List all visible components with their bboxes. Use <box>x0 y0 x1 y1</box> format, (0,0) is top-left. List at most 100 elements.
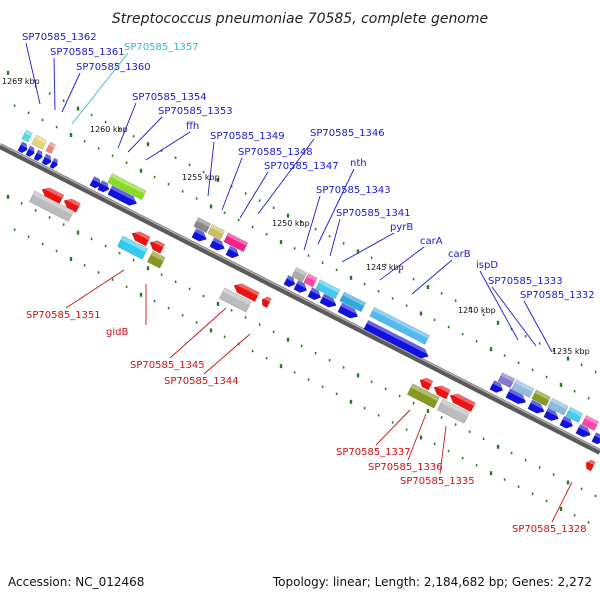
forward-cds[interactable] <box>17 141 30 155</box>
reverse-cds[interactable] <box>418 375 434 391</box>
reverse-feature[interactable] <box>406 383 440 409</box>
reverse-cds[interactable] <box>130 228 151 247</box>
gene-label[interactable]: SP70585_1357 <box>124 42 199 53</box>
scale-tick <box>321 385 324 388</box>
gene-label[interactable]: SP70585_1328 <box>512 524 587 535</box>
forward-cds[interactable] <box>41 153 54 167</box>
forward-cds[interactable] <box>307 287 323 302</box>
gene-label[interactable]: SP70585_1353 <box>158 106 233 117</box>
gene-label[interactable]: SP70585_1333 <box>488 276 563 287</box>
gene-label[interactable]: SP70585_1335 <box>400 476 475 487</box>
reverse-cds[interactable] <box>148 238 166 254</box>
forward-feature[interactable] <box>315 279 341 299</box>
scale-tick <box>34 209 37 212</box>
scale-tick <box>209 204 213 209</box>
gene-label[interactable]: ispD <box>476 260 498 271</box>
forward-feature[interactable] <box>207 224 226 241</box>
scale-tick <box>454 299 457 302</box>
forward-feature[interactable] <box>369 306 430 345</box>
forward-cds[interactable] <box>25 145 37 158</box>
reverse-cds[interactable] <box>432 382 451 400</box>
scale-tick <box>181 190 184 193</box>
forward-feature[interactable] <box>45 141 56 154</box>
forward-cds[interactable] <box>209 237 227 253</box>
forward-cds[interactable] <box>89 176 104 189</box>
gene-label[interactable]: pyrB <box>390 222 413 233</box>
reverse-feature[interactable] <box>218 287 252 313</box>
forward-feature[interactable] <box>31 134 48 150</box>
forward-cds[interactable] <box>107 185 139 209</box>
reverse-feature[interactable] <box>436 398 470 424</box>
gene-label[interactable]: SP70585_1341 <box>336 208 411 219</box>
scale-tick <box>461 456 464 460</box>
forward-cds[interactable] <box>49 157 60 170</box>
gene-label[interactable]: SP70585_1360 <box>76 62 151 73</box>
gene-label[interactable]: SP70585_1332 <box>520 290 595 301</box>
gene-label[interactable]: SP70585_1343 <box>316 185 391 196</box>
forward-feature[interactable] <box>223 232 249 253</box>
forward-feature[interactable] <box>511 379 535 399</box>
gene-label[interactable]: SP70585_1348 <box>238 147 313 158</box>
gene-label[interactable]: nth <box>350 158 367 169</box>
reverse-feature[interactable] <box>146 250 166 269</box>
gene-label[interactable]: SP70585_1347 <box>264 161 339 172</box>
label-leader-line <box>257 138 315 215</box>
reverse-cds[interactable] <box>584 458 596 472</box>
forward-cds[interactable] <box>575 423 593 439</box>
gene-label[interactable]: SP70585_1344 <box>164 376 239 387</box>
forward-cds[interactable] <box>559 415 575 430</box>
gene-label[interactable]: gidB <box>106 327 128 338</box>
scale-tick <box>139 168 143 173</box>
gene-label[interactable]: SP70585_1345 <box>130 360 205 371</box>
gene-label[interactable]: SP70585_1336 <box>368 462 443 473</box>
forward-cds[interactable] <box>191 228 209 243</box>
scale-tick <box>111 278 114 281</box>
forward-feature[interactable] <box>291 267 308 283</box>
forward-feature[interactable] <box>581 415 600 431</box>
forward-feature[interactable] <box>565 406 584 423</box>
gene-label[interactable]: SP70585_1354 <box>132 92 207 103</box>
forward-cds[interactable] <box>293 280 309 295</box>
reverse-feature[interactable] <box>116 235 149 260</box>
forward-cds[interactable] <box>527 399 547 416</box>
forward-cds[interactable] <box>97 180 112 194</box>
reverse-cds[interactable] <box>232 280 260 302</box>
reverse-cds[interactable] <box>260 295 272 309</box>
forward-cds[interactable] <box>337 302 361 321</box>
forward-cds[interactable] <box>543 407 561 423</box>
scale-tick <box>440 416 443 419</box>
forward-feature[interactable] <box>497 372 516 389</box>
forward-cds[interactable] <box>591 432 600 445</box>
forward-feature[interactable] <box>193 217 212 234</box>
forward-feature[interactable] <box>21 129 33 143</box>
gene-label[interactable]: carB <box>448 249 471 260</box>
forward-cds[interactable] <box>33 149 45 162</box>
forward-cds[interactable] <box>489 380 505 394</box>
scale-tick <box>419 311 423 316</box>
gene-label[interactable]: ffh <box>186 121 199 132</box>
reverse-feature[interactable] <box>28 190 75 222</box>
gene-label[interactable]: SP70585_1337 <box>336 447 411 458</box>
gene-label[interactable]: SP70585_1349 <box>210 131 285 142</box>
scale-tick <box>545 375 548 379</box>
gene-label[interactable]: SP70585_1351 <box>26 310 101 321</box>
scale-tick <box>125 285 128 288</box>
scale-tick <box>328 235 331 238</box>
forward-cds[interactable] <box>225 245 241 260</box>
forward-feature[interactable] <box>339 291 366 313</box>
gene-label[interactable]: carA <box>420 236 443 247</box>
reverse-cds[interactable] <box>448 391 476 413</box>
forward-cds[interactable] <box>505 388 529 407</box>
label-leader-line <box>407 413 427 461</box>
forward-feature[interactable] <box>107 173 147 201</box>
gene-label[interactable]: SP70585_1361 <box>50 47 125 58</box>
forward-cds[interactable] <box>283 275 298 288</box>
forward-feature[interactable] <box>547 397 569 416</box>
forward-cds[interactable] <box>319 293 339 310</box>
forward-feature[interactable] <box>303 273 318 288</box>
gene-label[interactable]: SP70585_1362 <box>22 32 97 43</box>
gene-label[interactable]: SP70585_1346 <box>310 128 385 139</box>
forward-cds[interactable] <box>363 319 431 361</box>
scale-tick <box>153 299 156 303</box>
forward-feature[interactable] <box>531 389 551 407</box>
